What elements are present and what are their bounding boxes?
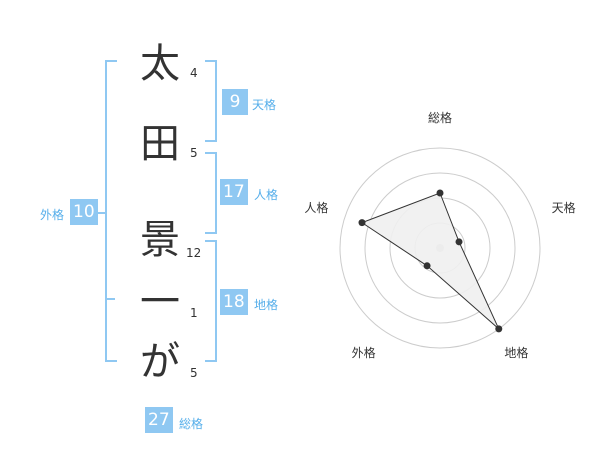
gaikaku-bracket bbox=[105, 60, 117, 362]
chikaku-label: 地格 bbox=[254, 298, 279, 312]
name-char-2: 田 bbox=[140, 121, 180, 167]
radar-axis-label-3: 地格 bbox=[504, 345, 528, 360]
tenkaku-label: 天格 bbox=[252, 98, 277, 112]
gaikaku-value-badge: 10 bbox=[70, 199, 98, 225]
radar-point-5 bbox=[358, 219, 366, 227]
stroke-count-1: 4 bbox=[190, 66, 198, 80]
jinkaku-value-badge: 17 bbox=[220, 179, 248, 205]
stroke-count-4: 1 bbox=[190, 306, 198, 320]
soukaku-label: 総格 bbox=[179, 417, 204, 431]
gaikaku-bracket-divider bbox=[105, 298, 115, 300]
tenkaku-bracket bbox=[205, 60, 217, 142]
name-char-5: が bbox=[140, 339, 180, 385]
radar-point-3 bbox=[495, 325, 503, 333]
chikaku-value-badge: 18 bbox=[220, 289, 248, 315]
radar-series-area bbox=[360, 192, 500, 330]
radar-axis-label-2: 天格 bbox=[552, 200, 576, 215]
tenkaku-value-badge: 9 bbox=[222, 89, 248, 115]
name-char-3: 景 bbox=[140, 217, 180, 263]
stroke-count-2: 5 bbox=[190, 146, 198, 160]
jinkaku-bracket bbox=[205, 152, 217, 234]
jinkaku-label: 人格 bbox=[254, 188, 279, 202]
radar-grid-ring bbox=[364, 172, 516, 324]
name-char-1: 太 bbox=[140, 41, 180, 87]
radar-point-2 bbox=[455, 238, 463, 246]
radar-axis-label-1: 総格 bbox=[428, 110, 452, 125]
chikaku-bracket bbox=[205, 240, 217, 362]
radar-axis-label-5: 人格 bbox=[304, 200, 328, 215]
radar-point-4 bbox=[423, 262, 431, 270]
gaikaku-bracket-tick bbox=[97, 212, 107, 214]
stroke-count-5: 5 bbox=[190, 366, 198, 380]
gaikaku-label: 外格 bbox=[40, 208, 65, 222]
radar-axis-label-4: 外格 bbox=[352, 345, 376, 360]
soukaku-value-badge: 27 bbox=[145, 407, 173, 433]
radar-grid-ring bbox=[339, 147, 541, 349]
name-char-4: 一 bbox=[140, 279, 180, 325]
stroke-count-3: 12 bbox=[186, 246, 202, 260]
radar-point-1 bbox=[436, 189, 444, 197]
